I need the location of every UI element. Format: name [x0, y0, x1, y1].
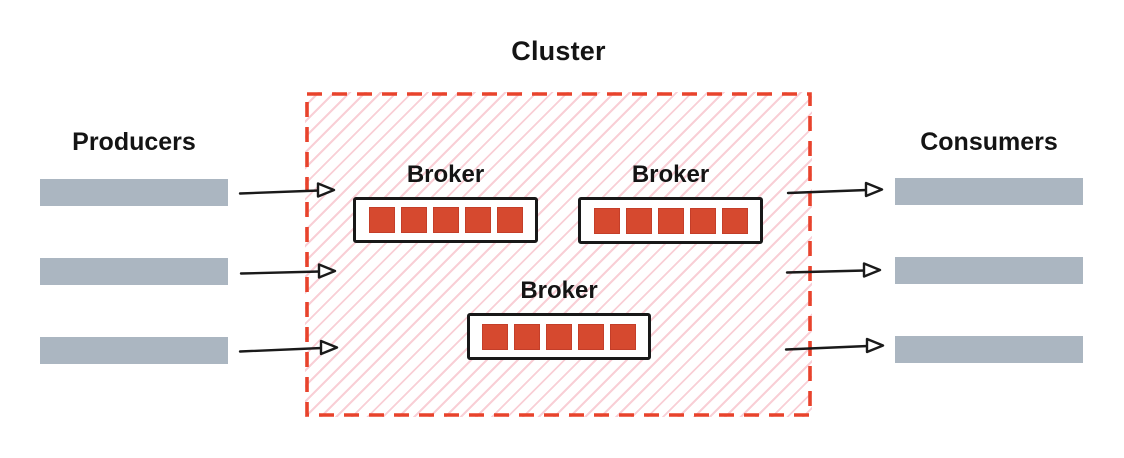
partition-square	[578, 323, 604, 350]
consumer-bar	[895, 336, 1083, 363]
broker-1-box	[353, 197, 538, 243]
partition-square	[514, 323, 540, 350]
broker-1: Broker	[353, 160, 538, 243]
broker-2-box	[578, 197, 763, 244]
cluster-dashed-border	[305, 92, 812, 417]
broker-1-label: Broker	[406, 161, 485, 188]
broker-2-label: Broker	[631, 161, 710, 188]
producer-bar	[40, 258, 228, 285]
cluster-title: Cluster	[511, 36, 606, 66]
broker-3-label: Broker	[520, 277, 598, 304]
producer-list	[40, 179, 228, 364]
consumers-label: Consumers	[920, 128, 1058, 156]
consumer-list	[895, 178, 1083, 363]
partition-square	[432, 207, 459, 233]
partition-square	[482, 323, 508, 350]
partition-square	[368, 207, 395, 233]
partition-square	[593, 207, 620, 234]
partition-square	[625, 207, 652, 234]
partition-square	[610, 323, 636, 350]
producer-bar	[40, 179, 228, 206]
partition-square	[689, 207, 716, 234]
consumer-bar	[895, 178, 1083, 205]
partition-square	[400, 207, 427, 233]
producer-bar	[40, 337, 228, 364]
broker-3-box	[467, 313, 651, 360]
partition-square	[464, 207, 491, 233]
partition-square	[496, 207, 523, 233]
producers-label: Producers	[72, 128, 196, 156]
broker-3: Broker	[467, 276, 651, 360]
partition-square	[657, 207, 684, 234]
partition-square	[546, 323, 572, 350]
partition-square	[721, 207, 748, 234]
cluster-boundary	[305, 92, 812, 417]
broker-2: Broker	[578, 160, 763, 244]
consumer-bar	[895, 257, 1083, 284]
